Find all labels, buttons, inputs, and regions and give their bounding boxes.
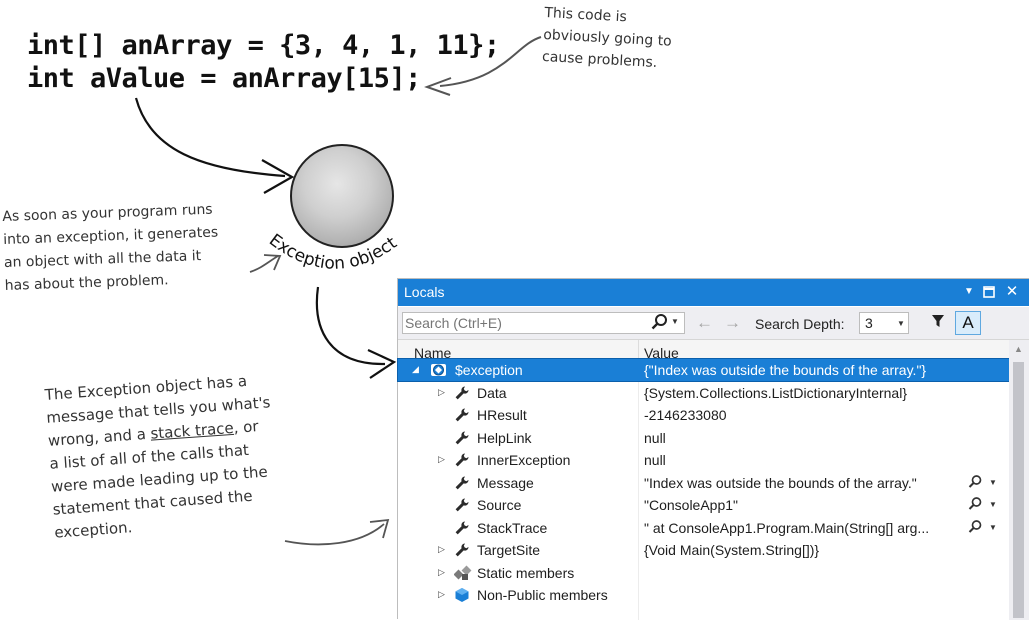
visualizer-magnifier-icon[interactable]	[968, 519, 982, 538]
column-separator[interactable]	[638, 340, 639, 364]
wrench-icon	[454, 497, 470, 516]
locals-row-name: Static members	[477, 565, 575, 581]
code-note-arrow	[439, 36, 542, 87]
sphere-to-locals-arrow	[315, 286, 386, 366]
locals-row[interactable]: ▷ Non-Public members	[398, 584, 1009, 606]
locals-row[interactable]: ▷ TargetSite {Void Main(System.String[])}	[398, 539, 1009, 561]
locals-row-value: null	[644, 452, 666, 468]
locals-row-name: HResult	[477, 407, 527, 423]
column-header-name[interactable]: Name	[414, 345, 452, 361]
visualizer-chevron-down-icon[interactable]: ▼	[989, 500, 997, 509]
locals-titlebar: Locals ▼ ✕	[398, 279, 1029, 306]
exception-object-label-path: Exception object	[265, 230, 401, 274]
expand-icon[interactable]: ▷	[438, 567, 445, 577]
locals-toolbar: ▼ ← → Search Depth: 3 ▼ A	[398, 307, 1029, 340]
locals-row[interactable]: Message "Index was outside the bounds of …	[398, 472, 1009, 494]
locals-row-name: HelpLink	[477, 430, 532, 446]
locals-row-value: "ConsoleApp1"	[644, 497, 739, 513]
exception-object-label: Exception object	[265, 230, 401, 274]
object-note-arrow	[249, 255, 279, 273]
search-icon[interactable]	[651, 313, 667, 335]
search-options-chevron-icon[interactable]: ▼	[671, 317, 679, 326]
wrench-icon	[454, 407, 470, 426]
locals-window: Locals ▼ ✕ ▼ ← → Search Depth: 3 ▼ A Nam…	[397, 278, 1029, 620]
a-toggle-button[interactable]: A	[955, 311, 981, 335]
scrollbar-thumb[interactable]	[1013, 362, 1024, 618]
locals-row-value: {Void Main(System.String[])}	[644, 542, 820, 558]
locals-row-name: TargetSite	[477, 542, 541, 558]
locals-row[interactable]: Source "ConsoleApp1" ▼	[398, 494, 1009, 516]
static-members-icon	[453, 565, 472, 584]
locals-row-name: Source	[477, 497, 522, 513]
locals-row-name: $exception	[455, 362, 523, 378]
code-line-1: int[] anArray = {3, 4, 1, 11};	[27, 30, 500, 61]
expand-icon[interactable]: ▷	[438, 544, 445, 554]
locals-row-name: StackTrace	[477, 520, 548, 536]
locals-row[interactable]: StackTrace " at ConsoleApp1.Program.Main(…	[398, 517, 1009, 539]
search-depth-label: Search Depth:	[755, 316, 845, 332]
expand-icon[interactable]: ▷	[438, 589, 445, 599]
locals-row-value: {System.Collections.ListDictionaryIntern…	[644, 385, 908, 401]
search-forward-arrow-icon[interactable]: →	[724, 313, 741, 332]
exception-icon	[430, 362, 447, 381]
visualizer-magnifier-icon[interactable]	[968, 474, 982, 493]
locals-row-value: -2146233080	[644, 407, 727, 423]
locals-row-value: null	[644, 430, 666, 446]
locals-row[interactable]: HResult -2146233080	[398, 404, 1009, 426]
locals-row[interactable]: HelpLink null	[398, 427, 1009, 449]
locals-row-value: "Index was outside the bounds of the arr…	[644, 475, 917, 491]
search-depth-value: 3	[865, 315, 873, 331]
wrench-icon	[454, 520, 470, 539]
visualizer-chevron-down-icon[interactable]: ▼	[989, 523, 997, 532]
maximize-icon[interactable]	[979, 282, 999, 302]
expand-icon[interactable]: ▷	[438, 387, 445, 397]
code-to-sphere-arrowhead	[261, 159, 295, 194]
locals-row[interactable]: ◢ $exception {"Index was outside the bound…	[397, 358, 1010, 382]
sphere-to-locals-arrowhead	[367, 349, 397, 379]
column-header-value[interactable]: Value	[644, 345, 679, 361]
locals-row[interactable]: ▷ Data {System.Collections.ListDictionaryI…	[398, 382, 1009, 404]
locals-row-name: Data	[477, 385, 507, 401]
search-depth-select[interactable]: 3 ▼	[859, 312, 909, 334]
code-line-2: int aValue = anArray[15];	[27, 63, 421, 94]
exception-object-sphere	[290, 144, 394, 248]
object-note-arrowhead	[263, 254, 282, 271]
locals-row-name: Message	[477, 475, 534, 491]
close-icon[interactable]: ✕	[1005, 283, 1019, 300]
locals-row[interactable]: ▷ InnerException null	[398, 449, 1009, 471]
wrench-icon	[454, 452, 470, 471]
wrench-icon	[454, 385, 470, 404]
code-note-arrowhead	[424, 77, 452, 96]
code-to-sphere-arrow	[134, 97, 286, 178]
expand-icon[interactable]: ▷	[438, 454, 445, 464]
locals-row[interactable]: ▷ Static members	[398, 562, 1009, 584]
vertical-scrollbar[interactable]: ▲	[1009, 340, 1029, 620]
search-depth-chevron-icon[interactable]: ▼	[897, 319, 905, 328]
locals-row-name: Non-Public members	[477, 587, 608, 603]
search-box[interactable]: ▼	[402, 312, 685, 334]
collapse-icon[interactable]: ◢	[412, 364, 419, 374]
visualizer-chevron-down-icon[interactable]: ▼	[989, 478, 997, 487]
column-divider	[638, 367, 639, 620]
wrench-icon	[454, 542, 470, 561]
search-back-arrow-icon[interactable]: ←	[696, 313, 713, 332]
locals-row-name: InnerException	[477, 452, 571, 468]
visualizer-magnifier-icon[interactable]	[968, 496, 982, 515]
filter-icon[interactable]	[931, 314, 945, 332]
scroll-up-icon[interactable]: ▲	[1014, 344, 1023, 354]
locals-row-value: " at ConsoleApp1.Program.Main(String[] a…	[644, 520, 930, 536]
wrench-icon	[454, 430, 470, 449]
search-input[interactable]	[405, 314, 645, 332]
trace-note-arrow	[284, 523, 385, 546]
wrench-icon	[454, 475, 470, 494]
window-dropdown-icon[interactable]: ▼	[964, 286, 974, 297]
trace-note-arrowhead	[369, 518, 390, 539]
locals-title: Locals	[404, 284, 445, 300]
cube-icon	[454, 587, 470, 606]
locals-row-value: {"Index was outside the bounds of the ar…	[644, 362, 927, 378]
